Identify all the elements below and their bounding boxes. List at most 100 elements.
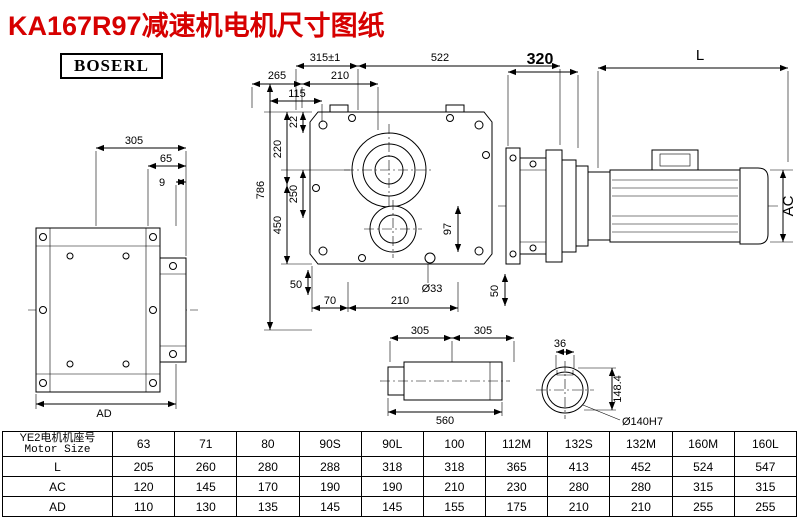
motor-size-cell: 90L <box>360 431 424 457</box>
value-cell: 145 <box>360 496 424 517</box>
dim-305-shaft-right: 305 <box>474 325 492 337</box>
value-cell: 230 <box>485 476 549 497</box>
bolt-hole <box>122 360 130 368</box>
bolt-hole <box>66 360 74 368</box>
dim-305-left: 305 <box>125 135 143 147</box>
dim-115: 115 <box>288 88 306 100</box>
motor-size-cell: 132S <box>547 431 611 457</box>
value-cell: 190 <box>298 476 362 497</box>
dim-265: 265 <box>268 70 286 82</box>
output-flange <box>159 257 187 363</box>
dim-50-right: 50 <box>489 285 501 297</box>
value-cell: 255 <box>671 496 735 517</box>
value-cell: 110 <box>111 496 176 517</box>
motor-size-cell: 63 <box>111 431 176 457</box>
bolt-hole <box>358 254 366 262</box>
motor-endbell <box>587 171 611 241</box>
dim-L: L <box>696 47 704 64</box>
dim-AC: AC <box>780 195 797 216</box>
value-cell: 145 <box>298 496 362 517</box>
motor-size-header-cn: YE2电机机座号 <box>19 432 96 444</box>
bolt-hole <box>318 246 328 256</box>
value-cell: 288 <box>298 456 362 477</box>
dim-22: 22 <box>288 116 300 128</box>
dim-786: 786 <box>255 181 267 199</box>
dim-d140: Ø140H7 <box>622 416 663 428</box>
value-cell: 130 <box>174 496 238 517</box>
value-cell: 260 <box>174 456 238 477</box>
dim-ad: AD <box>96 408 111 420</box>
dim-97: 97 <box>442 223 454 235</box>
value-cell: 318 <box>422 456 487 477</box>
page-title: KA167R97减速机电机尺寸图纸 <box>8 11 385 41</box>
value-cell: 135 <box>236 496 300 517</box>
value-cell: 210 <box>422 476 487 497</box>
value-cell: 413 <box>547 456 611 477</box>
row-label-cell: AC <box>2 476 113 497</box>
terminal-box <box>651 149 699 171</box>
value-cell: 452 <box>609 456 673 477</box>
dim-9: 9 <box>159 177 165 189</box>
value-cell: 280 <box>547 476 611 497</box>
motor-size-cell: 71 <box>174 431 238 457</box>
bolt-hole <box>446 114 454 122</box>
value-cell: 145 <box>174 476 238 497</box>
left-view-dimensions: 305 65 9 AD <box>35 135 187 420</box>
dim-320: 320 <box>527 51 554 68</box>
row-label-cell: L <box>2 456 113 477</box>
motor-size-cell: 90S <box>298 431 362 457</box>
value-cell: 280 <box>236 456 300 477</box>
dim-148: 148.4 <box>612 375 624 403</box>
motor-size-cell: 80 <box>236 431 300 457</box>
bolt-hole <box>509 250 517 258</box>
adapter-plate <box>505 147 521 265</box>
bolt-hole <box>169 350 177 358</box>
row-label-cell: AD <box>2 496 113 517</box>
dim-36: 36 <box>554 338 566 350</box>
value-cell: 190 <box>360 476 424 497</box>
bolt-hole <box>312 184 320 192</box>
bolt-hole <box>529 160 537 168</box>
motor-side-view: 320 L AC <box>498 47 797 265</box>
value-cell: 365 <box>485 456 549 477</box>
dim-315: 315±1 <box>310 52 341 64</box>
dim-50-left: 50 <box>290 279 302 291</box>
bolt-hole <box>509 154 517 162</box>
bolt-hole <box>474 120 484 130</box>
bolt-hole <box>39 233 47 241</box>
motor-view-dimensions: 320 L AC <box>507 47 797 243</box>
motor-size-cell: 160L <box>733 431 798 457</box>
value-cell: 315 <box>671 476 735 497</box>
motor-size-cell: 160M <box>671 431 735 457</box>
motor-size-cell: 100 <box>422 431 487 457</box>
value-cell: 210 <box>609 496 673 517</box>
bolt-hole <box>474 246 484 256</box>
value-cell: 175 <box>485 496 549 517</box>
bolt-hole <box>149 306 157 314</box>
value-cell: 318 <box>360 456 424 477</box>
value-cell: 280 <box>609 476 673 497</box>
value-cell: 170 <box>236 476 300 497</box>
left-view: 305 65 9 AD <box>28 135 198 420</box>
coupling-housing <box>519 157 547 255</box>
front-view: 315±1 522 265 210 115 22 250 220 450 786 <box>251 52 561 331</box>
motor-flange <box>545 149 563 263</box>
dim-522: 522 <box>431 52 449 64</box>
value-cell: 120 <box>111 476 176 497</box>
dim-450: 450 <box>272 216 284 234</box>
motor-size-header-en: Motor Size <box>24 444 91 456</box>
value-cell: 155 <box>422 496 487 517</box>
dim-d33: Ø33 <box>422 283 443 295</box>
hole-d33 <box>424 252 436 264</box>
bolt-hole <box>149 233 157 241</box>
shaft-view: 305 305 560 <box>380 325 515 427</box>
technical-drawing: 305 65 9 AD <box>28 47 797 428</box>
bolt-hole <box>149 379 157 387</box>
fan-cover <box>739 167 769 245</box>
dim-210-bottom: 210 <box>391 295 409 307</box>
